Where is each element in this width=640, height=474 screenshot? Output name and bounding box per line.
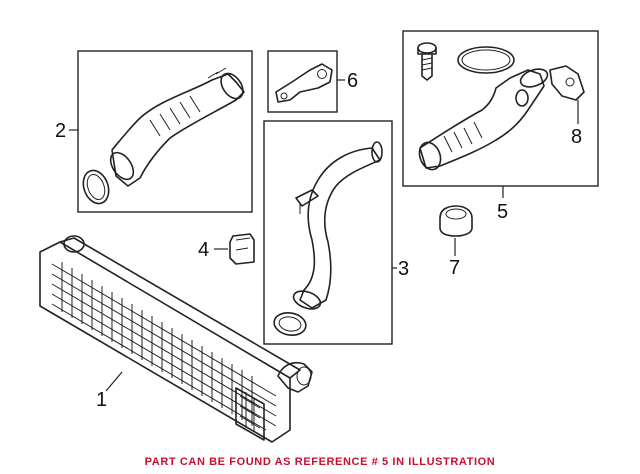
intercooler-1: [39, 235, 313, 443]
intake-pipe-5: [418, 68, 549, 171]
callout-1: 1: [96, 389, 107, 411]
callout-2: 2: [55, 120, 66, 142]
leader-1: [105, 371, 123, 392]
callout-4: 4: [198, 239, 209, 261]
part-6-frame: [267, 50, 338, 113]
part-5-frame: [402, 30, 599, 187]
grommet-7: [439, 205, 473, 237]
rubber-mount-4: [229, 233, 255, 265]
bolt-5: [417, 42, 437, 81]
part-3-frame: [263, 120, 393, 345]
part-3-group: 3: [263, 120, 409, 345]
seal-ring-2: [82, 169, 110, 205]
part-6-group: 6: [267, 50, 358, 113]
part-2-group: 2: [55, 50, 253, 213]
part-4-group: 4: [198, 233, 255, 265]
callout-8: 8: [571, 126, 582, 148]
part-5-group: 8 5: [402, 30, 599, 223]
o-ring-5: [457, 46, 515, 74]
callout-6: 6: [347, 70, 358, 92]
charge-air-hose-2: [109, 67, 245, 187]
bracket-6-hole: [317, 69, 327, 79]
callout-3: 3: [398, 258, 409, 280]
callout-7: 7: [449, 257, 460, 279]
charge-pipe-3: [292, 141, 383, 310]
bracket-6: [275, 63, 333, 103]
seal-ring-3: [273, 312, 307, 336]
reference-note: PART CAN BE FOUND AS REFERENCE # 5 IN IL…: [144, 456, 496, 468]
sensor-8: [549, 65, 585, 101]
part-1-group: 1: [39, 235, 313, 443]
bracket-6-small-hole: [280, 92, 288, 100]
part-7-group: 7: [439, 205, 473, 279]
part-2-frame: [77, 50, 253, 213]
callout-5: 5: [497, 201, 508, 223]
